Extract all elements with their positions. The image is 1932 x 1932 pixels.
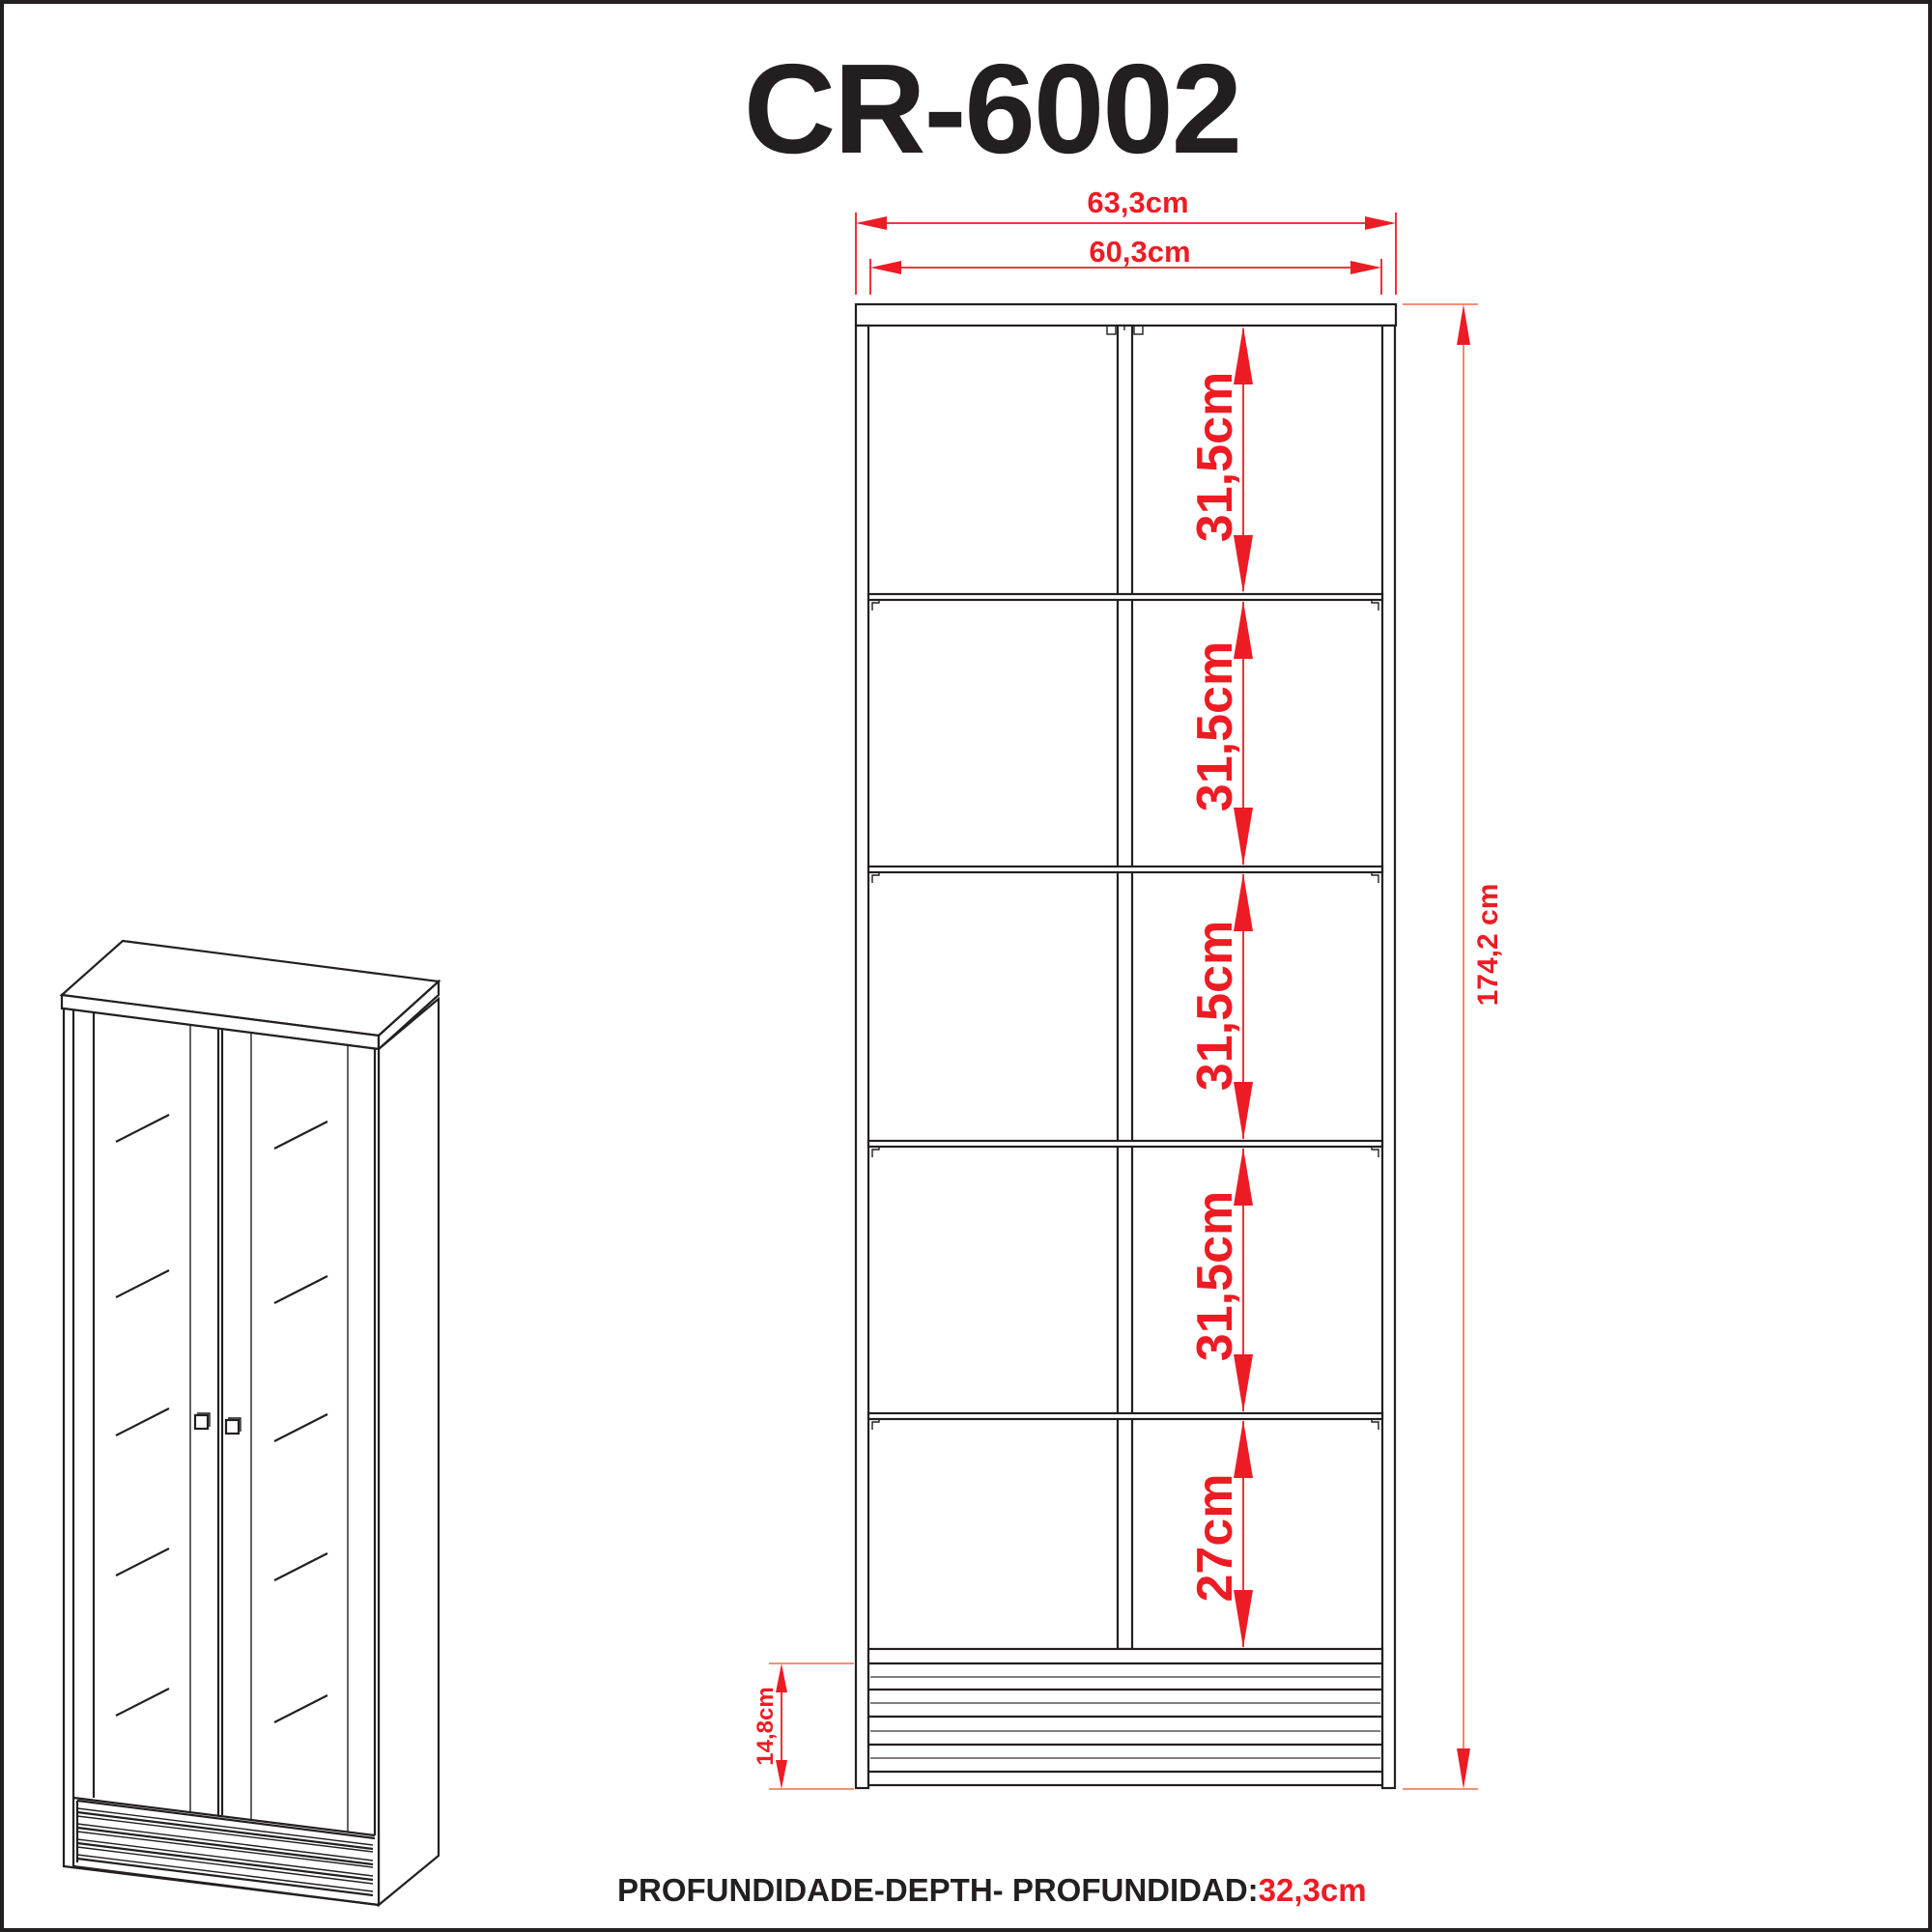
- shelves: [867, 592, 1384, 1430]
- shelf-3: [867, 1139, 1384, 1149]
- shelf-2: [867, 865, 1384, 874]
- depth-caption: PROFUNDIDADE-DEPTH- PROFUNDIDAD:32,3cm: [617, 1872, 1367, 1908]
- glass-reflection-right: [273, 1121, 328, 1723]
- compartment-3-label: 31,5cm: [1187, 921, 1243, 1091]
- dimension-overall-height: 174,2 cm: [1403, 303, 1504, 1790]
- side-panel: [377, 996, 440, 1908]
- depth-label: PROFUNDIDADE-DEPTH- PROFUNDIDAD:: [617, 1872, 1259, 1908]
- compartment-4-label: 31,5cm: [1187, 1191, 1243, 1361]
- dimension-inner-width: 60,3cm: [869, 235, 1382, 295]
- front-view: [854, 302, 1398, 1790]
- dimension-compartment-3: 31,5cm: [1187, 873, 1253, 1140]
- perspective-view: [59, 939, 441, 1908]
- dimension-compartment-5: 27cm: [1187, 1420, 1253, 1648]
- shelf-4: [867, 1411, 1384, 1421]
- dimension-compartment-4: 31,5cm: [1187, 1148, 1253, 1412]
- left-side-panel: [854, 324, 870, 1790]
- overall-height-label: 174,2 cm: [1472, 884, 1504, 1007]
- compartment-1-label: 31,5cm: [1187, 372, 1243, 542]
- dimension-compartment-1: 31,5cm: [1187, 327, 1253, 593]
- center-divider: [1116, 324, 1134, 1651]
- depth-value: 32,3cm: [1259, 1872, 1367, 1908]
- shelf-1: [867, 592, 1384, 602]
- door-handle-left-icon: [193, 1412, 211, 1431]
- top-slab: [854, 302, 1398, 327]
- right-side-panel: [1380, 324, 1397, 1790]
- compartment-5-label: 27cm: [1187, 1474, 1243, 1603]
- inner-width-label: 60,3cm: [1089, 235, 1190, 269]
- base-height-label: 14,8cm: [753, 1687, 779, 1765]
- compartment-2-label: 31,5cm: [1187, 641, 1243, 811]
- glass-reflection-left: [115, 1114, 170, 1717]
- product-title: CR-6002: [744, 38, 1240, 180]
- dimension-overall-width: 63,3cm: [855, 185, 1397, 295]
- top-slab-side-edge: [377, 979, 440, 1052]
- dimension-compartment-2: 31,5cm: [1187, 601, 1253, 866]
- louvered-base-perspective: [72, 1799, 380, 1907]
- louvered-base: [867, 1647, 1384, 1787]
- dimension-base-height: 14,8cm: [753, 1662, 854, 1790]
- door-handle-right-icon: [224, 1417, 242, 1435]
- overall-width-label: 63,3cm: [1087, 185, 1188, 219]
